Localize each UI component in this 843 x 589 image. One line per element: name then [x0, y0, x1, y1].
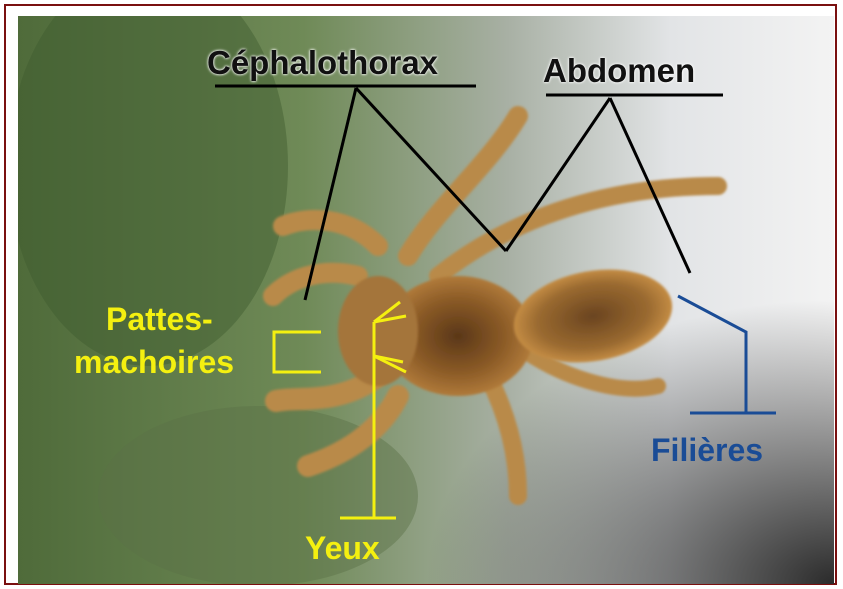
- cephalothorax-label: Céphalothorax: [207, 46, 438, 79]
- abdomen-label: Abdomen: [543, 54, 695, 87]
- pattes-machoires-label-line1: Pattes-: [106, 303, 213, 335]
- pattes-machoires-label-line2: machoires: [74, 346, 234, 378]
- yeux-label: Yeux: [305, 532, 380, 564]
- spider-photo: [18, 16, 834, 584]
- filieres-label: Filières: [651, 434, 763, 466]
